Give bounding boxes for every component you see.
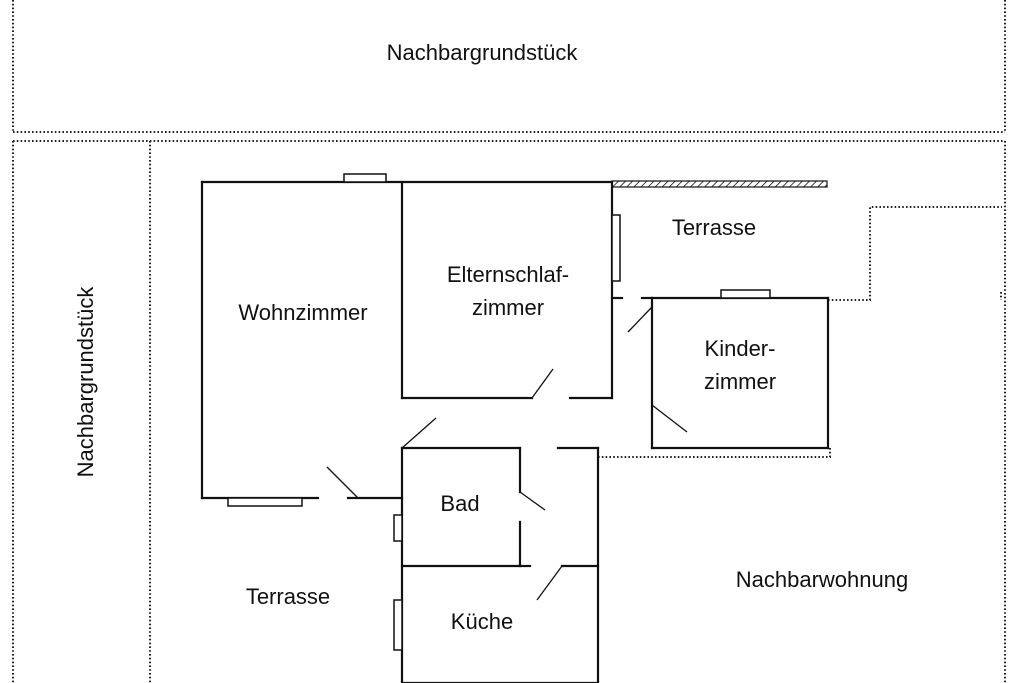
- doors: [326, 306, 688, 601]
- label-neighbor-top: Nachbargrundstück: [387, 40, 579, 65]
- label-neighbor-apartment: Nachbarwohnung: [736, 567, 908, 592]
- window-kitchen-west: [393, 599, 403, 651]
- label-bathroom: Bad: [440, 491, 479, 516]
- hatched-wall: [611, 180, 828, 188]
- label-terrace-bottom: Terrasse: [246, 584, 330, 609]
- label-terrace-top: Terrasse: [672, 215, 756, 240]
- window-bath-west: [393, 514, 403, 542]
- window-living-bottom: [227, 497, 303, 507]
- label-living-room: Wohnzimmer: [238, 300, 367, 325]
- windows: [227, 173, 771, 651]
- label-parents-bedroom-1: Elternschlaf-: [447, 262, 569, 287]
- label-kids-room-2: zimmer: [704, 369, 776, 394]
- window-bedroom-east: [611, 214, 621, 282]
- label-parents-bedroom-2: zimmer: [472, 295, 544, 320]
- walls: [200, 180, 830, 683]
- room-labels: Nachbargrundstück Nachbargrundstück Wohn…: [73, 40, 908, 634]
- property-boundaries: [12, 0, 1006, 683]
- label-kitchen: Küche: [451, 609, 513, 634]
- window-living-top: [343, 173, 387, 183]
- label-kids-room-1: Kinder-: [705, 336, 776, 361]
- label-neighbor-left: Nachbargrundstück: [73, 286, 98, 478]
- window-kids-top: [720, 289, 771, 299]
